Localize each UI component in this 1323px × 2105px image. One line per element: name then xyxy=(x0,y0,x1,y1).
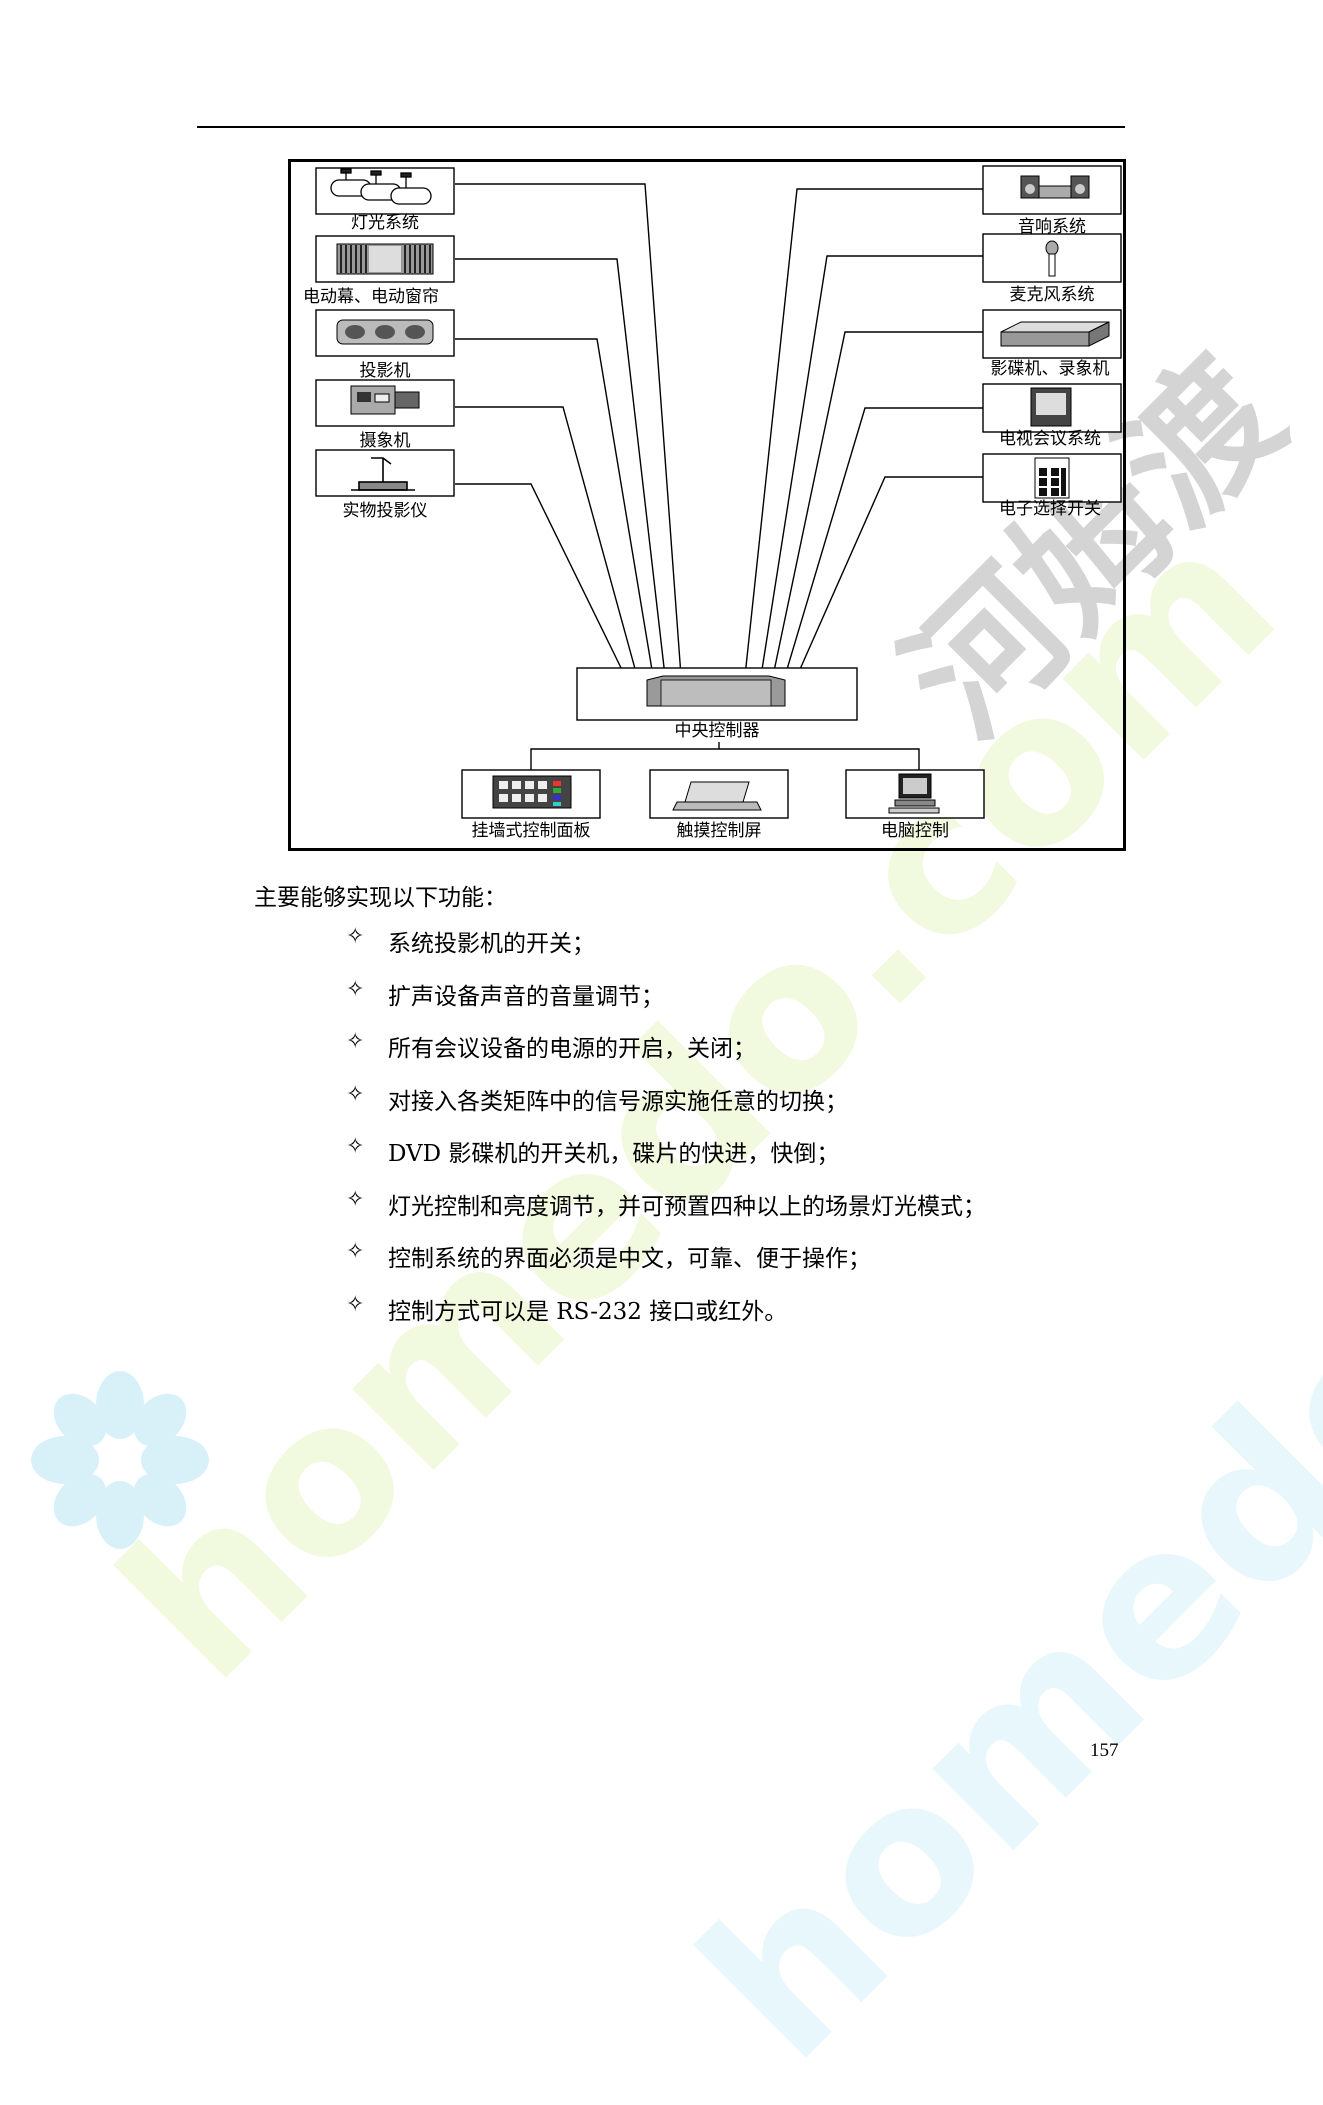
right-device-boxes xyxy=(982,165,1122,503)
touch-screen-icon xyxy=(672,781,762,811)
label-projector: 投影机 xyxy=(359,361,411,381)
bullet-icon: ✧ xyxy=(346,1134,365,1159)
computer-icon xyxy=(888,773,940,814)
label-electric-curtain: 电动幕、电动窗帘 xyxy=(303,287,439,307)
bullet-icon: ✧ xyxy=(346,1291,365,1317)
label-computer-control: 电脑控制 xyxy=(881,821,949,841)
list-item: ✧ DVD 影碟机的开关机，碟片的快进，快倒； xyxy=(346,1134,986,1187)
label-tv-conference-system: 电视会议系统 xyxy=(999,429,1101,449)
wall-panel-icon xyxy=(492,775,572,809)
video-camera-icon xyxy=(350,385,420,415)
label-touch-control-screen: 触摸控制屏 xyxy=(676,821,762,841)
function-text: 扩声设备声音的音量调节； xyxy=(388,983,664,1010)
bullet-icon: ✧ xyxy=(346,1186,365,1212)
bullet-icon: ✧ xyxy=(346,1239,365,1264)
function-list: ✧ 系统投影机的开关； ✧ 扩声设备声音的音量调节； ✧ 所有会议设备的电源的开启，关… xyxy=(346,924,986,1344)
label-wall-control-panel: 挂墙式控制面板 xyxy=(471,821,591,841)
function-text: 系统投影机的开关； xyxy=(388,931,595,957)
list-item: ✧ 系统投影机的开关； xyxy=(346,924,986,977)
function-text: DVD 影碟机的开关机，碟片的快进，快倒； xyxy=(388,1141,840,1167)
header-rule xyxy=(197,126,1125,128)
dvd-player-icon xyxy=(1000,321,1110,347)
page-number: 157 xyxy=(1090,1740,1119,1761)
label-document-camera: 实物投影仪 xyxy=(342,501,428,521)
bullet-icon: ✧ xyxy=(346,1081,365,1107)
label-camera: 摄象机 xyxy=(359,431,411,451)
bottom-device-boxes xyxy=(461,769,985,819)
watermark-flower-icon xyxy=(31,1371,209,1549)
function-text: 灯光控制和亮度调节，并可预置四种以上的场景灯光模式； xyxy=(388,1193,986,1220)
projector-icon xyxy=(336,319,434,345)
electronic-switch-icon xyxy=(1034,457,1070,499)
list-item: ✧ 对接入各类矩阵中的信号源实施任意的切换； xyxy=(346,1082,986,1135)
bullet-icon: ✧ xyxy=(346,924,365,949)
curtain-icon xyxy=(336,243,434,275)
function-text: 控制方式可以是 RS-232 接口或红外。 xyxy=(388,1298,788,1325)
left-device-boxes xyxy=(315,167,455,497)
function-text: 对接入各类矩阵中的信号源实施任意的切换； xyxy=(388,1088,848,1115)
label-audio-system: 音响系统 xyxy=(1018,217,1086,237)
intro-paragraph: 主要能够实现以下功能： xyxy=(254,885,507,911)
label-electronic-switch: 电子选择开关 xyxy=(999,499,1101,519)
list-item: ✧ 所有会议设备的电源的开启，关闭； xyxy=(346,1029,986,1082)
list-item: ✧ 灯光控制和亮度调节，并可预置四种以上的场景灯光模式； xyxy=(346,1187,986,1240)
central-controller-box xyxy=(576,667,858,721)
document-camera-icon xyxy=(351,457,415,491)
list-item: ✧ 控制系统的界面必须是中文，可靠、便于操作； xyxy=(346,1239,986,1292)
bullet-icon: ✧ xyxy=(346,976,365,1002)
label-central-controller: 中央控制器 xyxy=(674,721,760,741)
list-item: ✧ 控制方式可以是 RS-232 接口或红外。 xyxy=(346,1292,986,1345)
bullet-icon: ✧ xyxy=(346,1029,365,1054)
label-microphone-system: 麦克风系统 xyxy=(1009,285,1095,305)
control-system-diagram: 灯光系统 电动幕、电动窗帘 投影机 摄象机 实物投影仪 音响系统 麦克风系统 影… xyxy=(288,159,1126,851)
microphone-icon xyxy=(1045,240,1059,277)
connection-lines xyxy=(455,183,983,770)
function-text: 所有会议设备的电源的开启，关闭； xyxy=(388,1036,756,1062)
label-lighting-system: 灯光系统 xyxy=(351,213,419,233)
speaker-icon xyxy=(1020,175,1090,199)
label-dvd-vcr: 影碟机、录象机 xyxy=(990,359,1110,379)
tv-conference-icon xyxy=(1030,387,1072,427)
function-text: 控制系统的界面必须是中文，可靠、便于操作； xyxy=(388,1246,871,1272)
list-item: ✧ 扩声设备声音的音量调节； xyxy=(346,977,986,1030)
diagram-canvas xyxy=(315,165,1122,819)
